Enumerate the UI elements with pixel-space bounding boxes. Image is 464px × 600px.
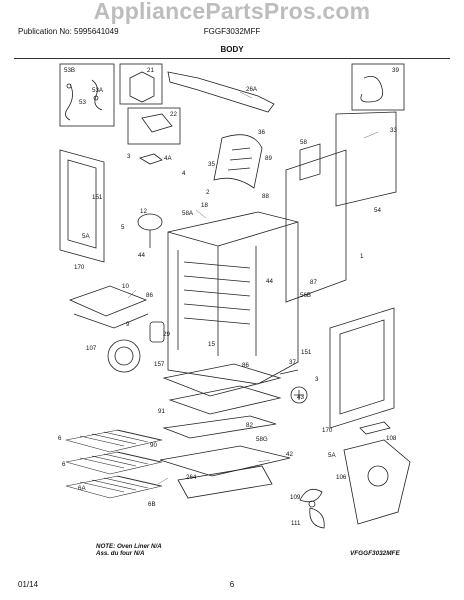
part-callout: 42 [286,451,293,458]
part-callout: 18 [201,202,208,209]
part-callout: 6B [148,501,156,508]
part-callout: 22 [170,111,177,118]
part-callout: 106 [336,474,347,481]
part-callout: 9 [126,321,130,328]
part-callout: 54 [374,207,381,214]
part-callout: 91 [158,408,165,415]
inset-box-21 [119,63,163,105]
part-callout: 53B [64,67,75,74]
part-callout: 151 [92,194,103,201]
part-callout: 86 [146,292,153,299]
section-title: BODY [220,45,244,54]
part-callout: 33 [390,127,397,134]
part-callout: 6 [58,435,62,442]
part-callout: 5A [328,452,336,459]
part-callout: 86 [242,362,249,369]
part-callout: 89 [265,155,272,162]
part-callout: 58G [256,436,268,443]
part-callout: 107 [86,345,97,352]
part-callout: 56B [300,292,311,299]
part-callout: 2 [206,189,210,196]
part-callout: 4 [182,170,186,177]
header-divider [14,58,450,59]
note-line-english: NOTE: Oven Liner N/A [96,543,162,550]
part-callout: 4A [164,155,172,162]
part-callout: 3 [315,376,319,383]
part-callout: 36 [258,129,265,136]
part-callout: 108 [386,435,397,442]
part-callout: 39 [392,67,399,74]
part-callout: 21 [147,67,154,74]
note-line-french: Ass. du four N/A [96,550,145,557]
part-callout: 29 [163,331,170,338]
part-callout: 53A [92,87,104,94]
part-callout: 15 [208,341,215,348]
part-callout: 26A [246,86,258,93]
part-callout: 6 [62,461,66,468]
part-callout: 10 [122,283,129,290]
part-callout: 170 [74,264,85,271]
part-callout: 44 [138,252,145,259]
part-callout: 5 [121,224,125,231]
footer-divider [96,540,356,541]
footer-date: 01/14 [18,580,39,589]
diagram-code: VFGGF3032MFE [350,550,400,557]
part-callout: 35 [208,161,215,168]
part-callout: 111 [291,520,301,527]
part-callout: 157 [154,361,165,368]
oven-liner-note: NOTE: Oven Liner N/A Ass. du four N/A [96,543,162,557]
part-callout: 58A [182,210,194,217]
part-callout: 53 [79,99,86,106]
inset-box-22 [127,107,181,145]
publication-number: Publication No: 5995641049 [18,27,119,36]
page-number: 6 [229,580,235,589]
part-callout: 170 [322,427,333,434]
inset-box-39 [351,63,405,111]
part-callout: 6A [78,485,86,492]
part-callout: 5A [82,233,90,240]
part-callout: 1 [360,253,364,260]
part-callout: 264 [186,474,197,481]
part-callout: 109 [290,494,301,501]
part-callout: 3 [127,153,131,160]
part-callout: 44 [266,278,273,285]
part-callout: 87 [310,279,317,286]
part-callout: 82 [246,422,253,429]
part-callout: 90 [150,442,157,449]
part-callout: 151 [301,349,312,356]
part-callout: 37 [289,359,296,366]
part-callout: 88 [262,193,269,200]
part-callout: 43 [297,394,304,401]
inset-box-53 [59,63,115,127]
part-callout: 58 [300,139,307,146]
watermark-logo: AppliancePartsPros.com [93,0,371,24]
model-number: FGGF3032MFF [203,27,261,36]
part-callout: 12 [140,208,147,215]
